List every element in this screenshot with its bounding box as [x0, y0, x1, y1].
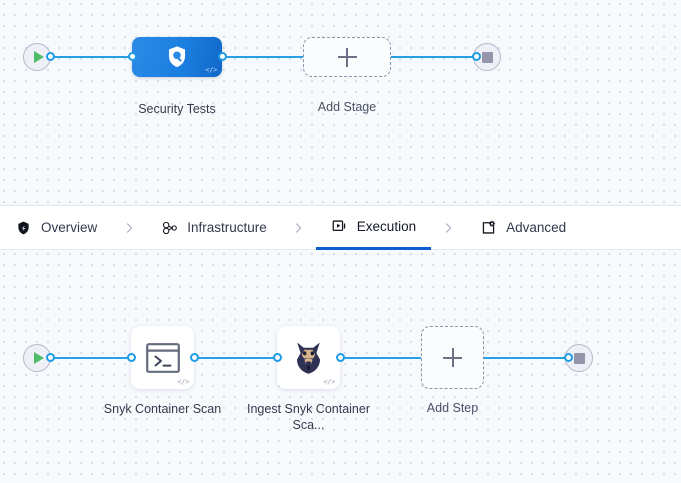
chevron-right-icon — [123, 220, 136, 236]
plus-icon — [337, 47, 357, 67]
tab-overview[interactable]: Overview — [0, 206, 112, 250]
step-label-ingest-snyk-container-scan: Ingest Snyk Container Sca... — [247, 402, 370, 432]
stop-icon — [481, 51, 493, 63]
ingest-output-port[interactable] — [336, 353, 345, 362]
tab-separator-1 — [112, 220, 146, 236]
terminal-icon — [145, 342, 180, 373]
edge-add-step-to-end — [484, 357, 568, 359]
stage-graph-canvas[interactable]: </> Security Tests Add Stage — [0, 0, 681, 205]
tab-advanced-label: Advanced — [506, 220, 567, 235]
add-step-button[interactable] — [421, 326, 484, 389]
chevron-right-icon — [442, 220, 455, 236]
stop-icon — [573, 352, 585, 364]
tab-execution-label: Execution — [356, 218, 417, 234]
snyk-scan-output-port[interactable] — [190, 353, 199, 362]
play-icon — [33, 51, 44, 63]
advanced-gear-box-icon — [480, 219, 497, 236]
tab-overview-label: Overview — [41, 220, 98, 235]
chevron-right-icon — [292, 220, 305, 236]
add-stage-button[interactable] — [303, 37, 391, 77]
stage-node-output-port[interactable] — [218, 52, 227, 61]
play-icon — [33, 352, 44, 364]
step-node-ingest-snyk-container-scan[interactable]: </> — [277, 326, 340, 389]
tab-execution[interactable]: Execution — [315, 206, 432, 250]
add-step-label: Add Step — [426, 401, 479, 415]
stage-node-label-security-tests: Security Tests — [138, 102, 216, 116]
stage-end-input-port[interactable] — [472, 52, 481, 61]
step-end-input-port[interactable] — [564, 353, 573, 362]
execution-play-box-icon — [331, 218, 348, 235]
step-label-snyk-container-scan: Snyk Container Scan — [103, 402, 222, 416]
edge-start-to-security-tests — [46, 56, 136, 58]
edge-snyk-scan-to-ingest — [194, 357, 282, 359]
edge-security-tests-to-add-stage — [222, 56, 306, 58]
pipeline-section-tabs[interactable]: Overview Infrastructure — [0, 205, 681, 250]
tab-separator-3 — [431, 220, 465, 236]
plus-icon — [443, 348, 462, 367]
step-start-output-port[interactable] — [46, 353, 55, 362]
infrastructure-nodes-icon — [161, 219, 178, 236]
tab-advanced[interactable]: Advanced — [465, 206, 581, 250]
edge-ingest-to-add-step — [340, 357, 422, 359]
execution-steps-canvas[interactable]: </> Snyk Container Scan </> Ingest S — [0, 250, 681, 483]
snyk-scan-input-port[interactable] — [127, 353, 136, 362]
edge-add-stage-to-end — [390, 56, 476, 58]
ingest-input-port[interactable] — [273, 353, 282, 362]
tab-separator-2 — [282, 220, 316, 236]
tab-infrastructure-label: Infrastructure — [187, 220, 267, 235]
snyk-doberman-icon — [293, 341, 324, 375]
edge-start-to-snyk-container-scan — [46, 357, 136, 359]
stage-start-output-port[interactable] — [46, 52, 55, 61]
stage-code-badge[interactable]: </> — [205, 66, 217, 74]
stage-node-security-tests[interactable]: </> — [132, 37, 222, 77]
stage-node-input-port[interactable] — [128, 52, 137, 61]
step-node-snyk-container-scan[interactable]: </> — [131, 326, 194, 389]
step-code-badge[interactable]: </> — [177, 378, 189, 386]
tab-infrastructure[interactable]: Infrastructure — [146, 206, 282, 250]
add-stage-label: Add Stage — [317, 100, 377, 114]
shield-search-icon — [164, 44, 190, 70]
step-code-badge[interactable]: </> — [323, 378, 335, 386]
harness-shield-icon — [15, 219, 32, 236]
